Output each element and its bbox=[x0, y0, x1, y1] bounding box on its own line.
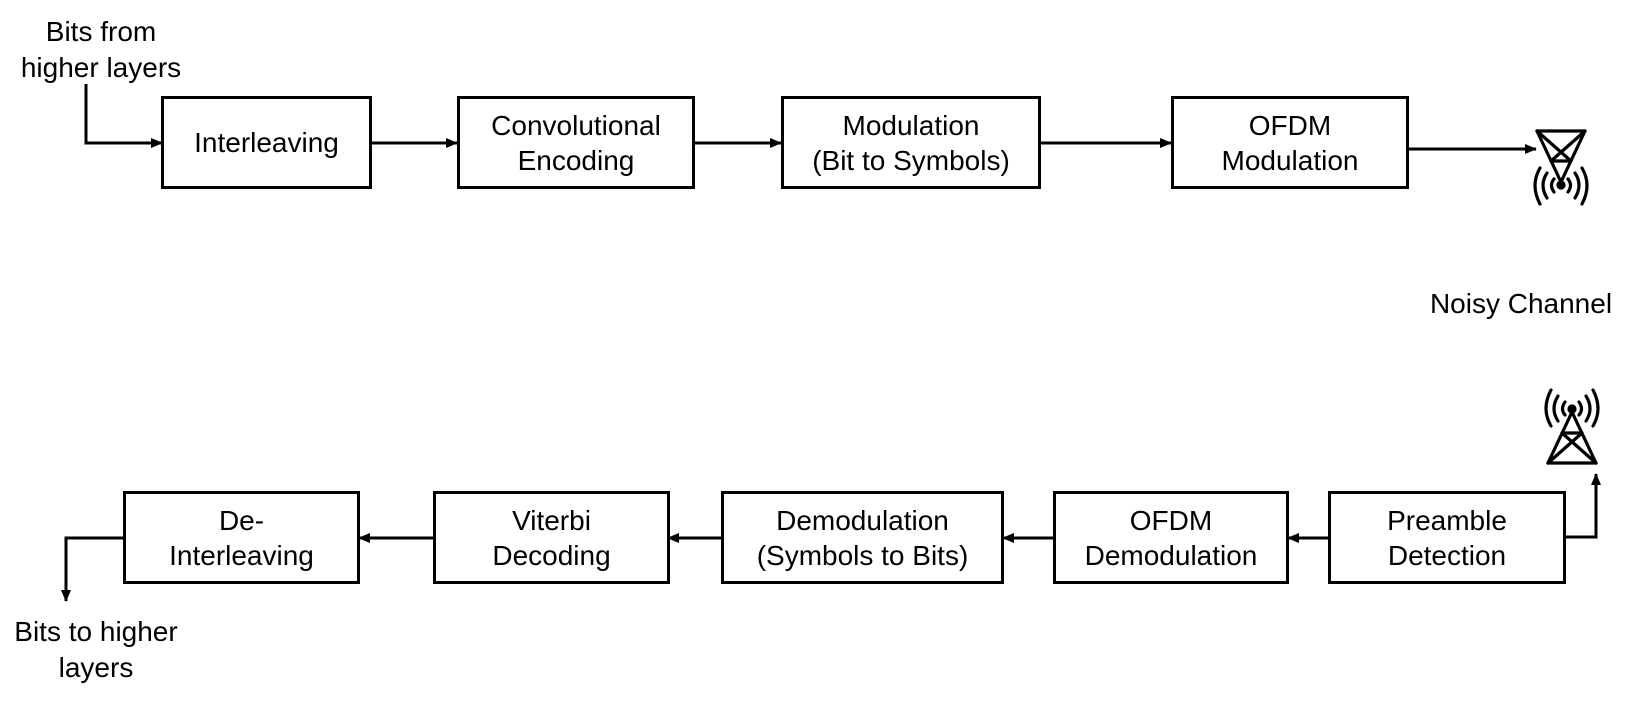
preamble-detection-block: Preamble Detection bbox=[1328, 491, 1566, 584]
arrow-deinterleaving-to-output bbox=[61, 536, 123, 602]
channel-label: Noisy Channel bbox=[1429, 288, 1613, 319]
interleaving-block: Interleaving bbox=[161, 96, 372, 189]
convolutional-encoding-block: Convolutional Encoding bbox=[457, 96, 695, 189]
receive-antenna-icon bbox=[1544, 388, 1600, 465]
arrow-input-to-interleaving bbox=[84, 84, 163, 148]
de-interleaving-block: De- Interleaving bbox=[123, 491, 360, 584]
input-label: Bits from higher layers bbox=[20, 16, 182, 83]
output-label: Bits to higher layers bbox=[14, 616, 178, 683]
ofdm-modulation-block: OFDM Modulation bbox=[1171, 96, 1409, 189]
transmit-antenna-icon bbox=[1533, 129, 1589, 206]
viterbi-decoding-block: Viterbi Decoding bbox=[433, 491, 670, 584]
modulation-block: Modulation (Bit to Symbols) bbox=[781, 96, 1041, 189]
ofdm-demodulation-block: OFDM Demodulation bbox=[1053, 491, 1289, 584]
demodulation-block: Demodulation (Symbols to Bits) bbox=[721, 491, 1004, 584]
arrow-antenna-to-preamble bbox=[1566, 473, 1601, 539]
